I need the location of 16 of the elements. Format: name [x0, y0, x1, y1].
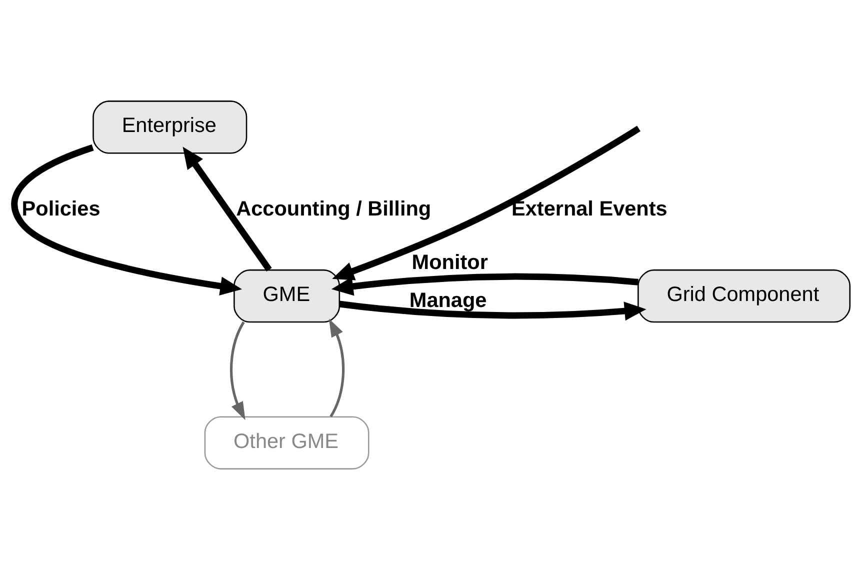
arrow: [331, 273, 638, 296]
arrow: [230, 322, 246, 420]
edge-label: Policies: [22, 197, 100, 220]
node-box: Enterprise: [92, 100, 248, 154]
node-box: Other GME: [204, 416, 370, 470]
edge-label: Manage: [409, 289, 487, 312]
edge-label: Accounting / Billing: [236, 197, 432, 220]
arrow: [11, 144, 242, 296]
arrow: [339, 300, 646, 321]
arrow: [182, 146, 272, 272]
edge-label: Monitor: [412, 250, 488, 274]
arrow: [328, 318, 345, 418]
arrow: [332, 126, 640, 280]
edge-label: External Events: [512, 197, 668, 220]
node-box: Grid Component: [638, 269, 851, 323]
node-box: GME: [234, 269, 340, 323]
